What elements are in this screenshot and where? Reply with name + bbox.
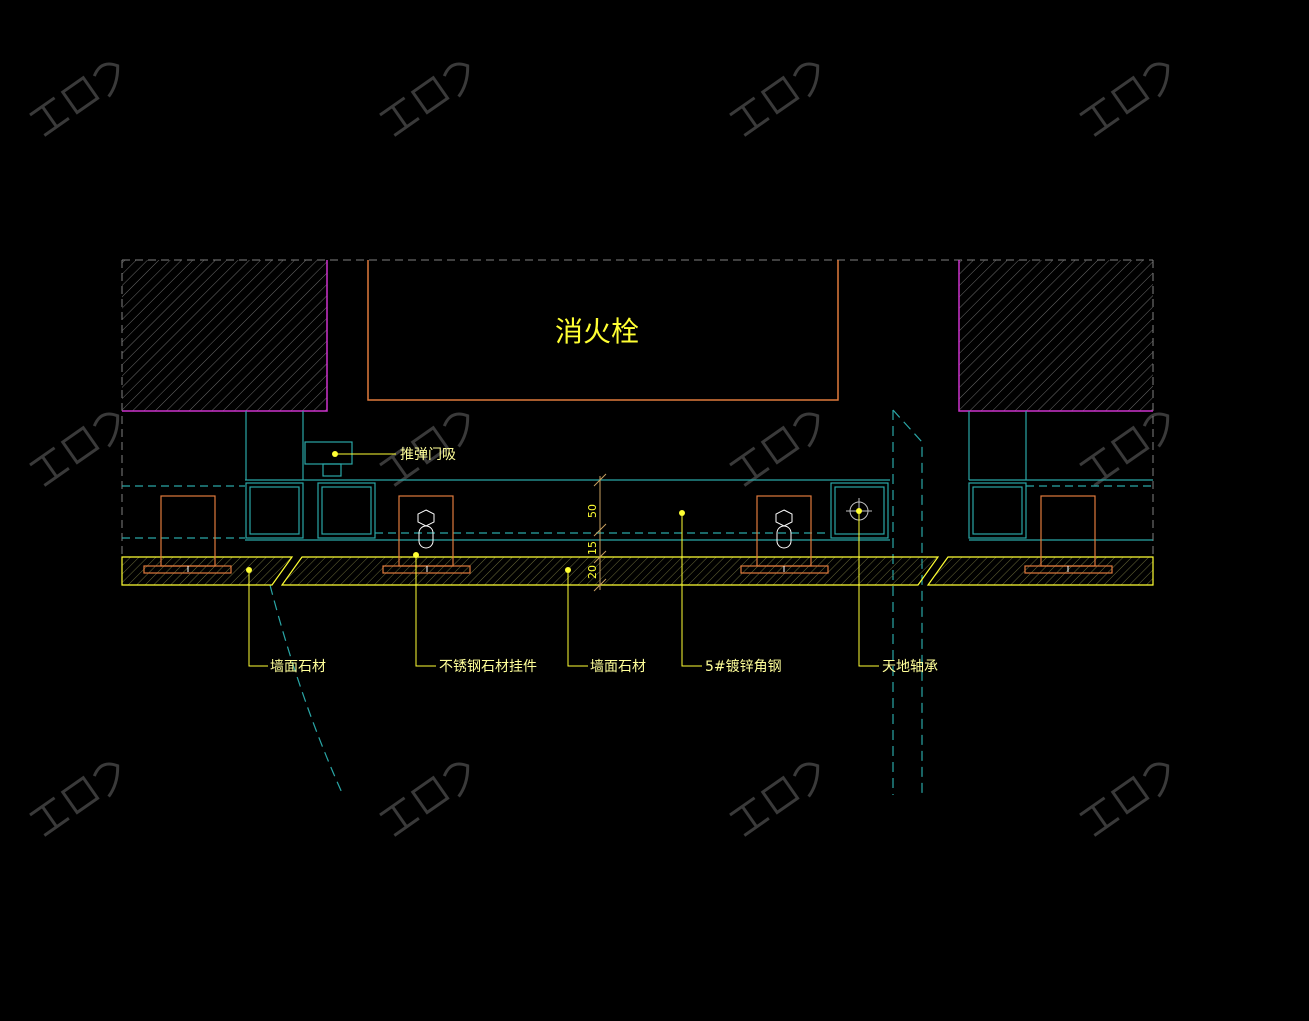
watermark xyxy=(379,62,470,137)
label-wall-stone-mid: 墙面石材 xyxy=(590,659,646,675)
label-pivot-hinge: 天地轴承 xyxy=(882,659,938,675)
label-angle-steel: 5#镀锌角钢 xyxy=(705,658,782,675)
watermark xyxy=(379,412,470,487)
watermark xyxy=(29,62,120,137)
watermark xyxy=(729,412,820,487)
wall-block-right-outline xyxy=(958,260,1153,412)
wall-block-right xyxy=(959,260,1153,411)
watermark xyxy=(29,762,120,837)
watermark xyxy=(29,412,120,487)
wall-block-left-outline xyxy=(122,260,328,412)
door-stopper xyxy=(304,441,353,477)
watermark xyxy=(729,62,820,137)
label-stainless-hanger: 不锈钢石材挂件 xyxy=(439,659,537,675)
label-wall-stone-left: 墙面石材 xyxy=(270,659,326,675)
dimension-15: 15 xyxy=(586,541,599,555)
steel-frame xyxy=(122,409,1153,796)
dimension-chain xyxy=(593,473,607,592)
wall-block-left xyxy=(122,260,327,411)
watermark xyxy=(1079,62,1170,137)
fire-hydrant-box xyxy=(367,260,839,401)
watermark xyxy=(1079,762,1170,837)
label-door-stopper: 推弹门吸 xyxy=(400,447,456,463)
watermark xyxy=(729,762,820,837)
watermark xyxy=(379,762,470,837)
leader-dots xyxy=(246,451,862,573)
watermark xyxy=(1079,412,1170,487)
dimension-50: 50 xyxy=(586,504,599,518)
fire-hydrant-title: 消火栓 xyxy=(555,315,639,348)
dimension-20: 20 xyxy=(586,565,599,579)
hanger-bolts xyxy=(187,509,1069,572)
watermarks xyxy=(29,62,1170,837)
stone-cladding xyxy=(121,556,1154,586)
leader-lines xyxy=(248,453,879,667)
